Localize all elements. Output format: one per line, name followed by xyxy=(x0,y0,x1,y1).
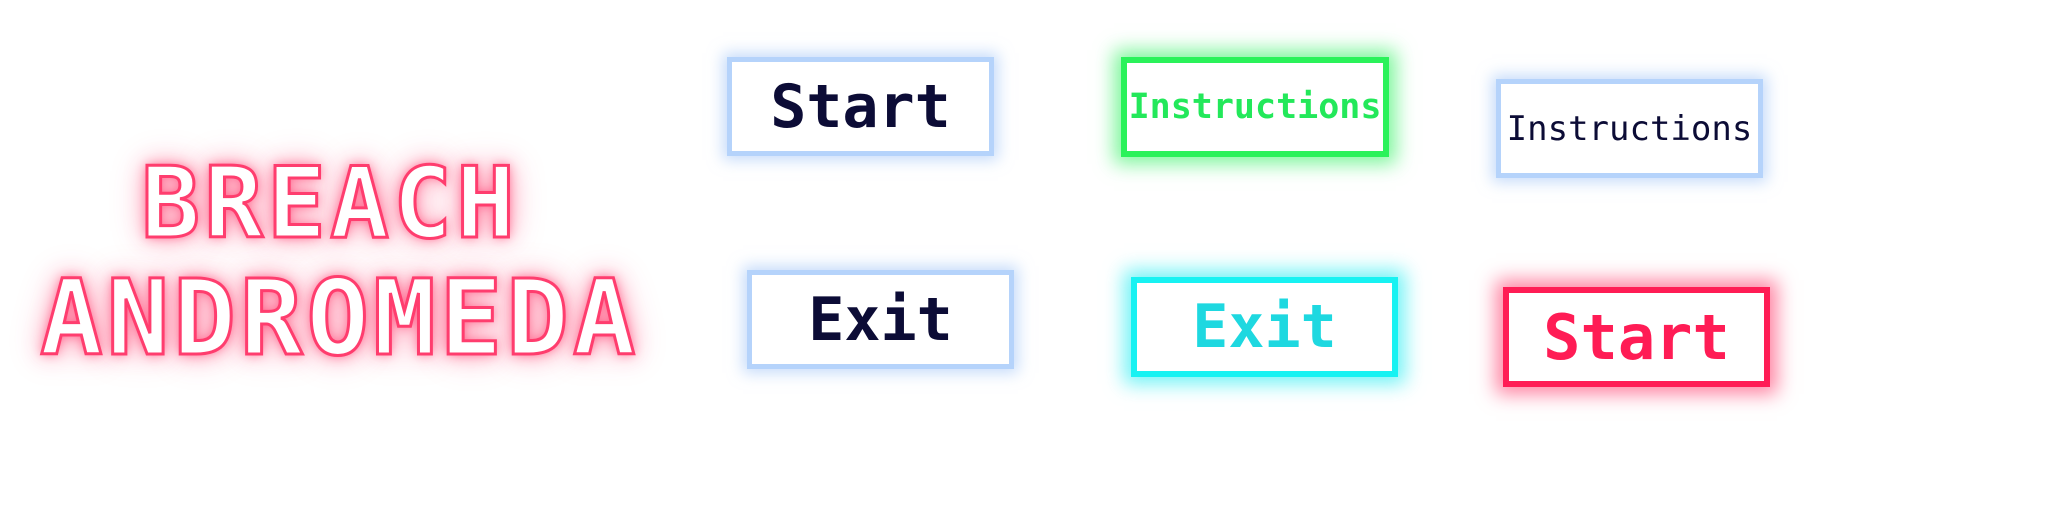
exit-button-hover[interactable]: Exit xyxy=(1131,277,1398,377)
instructions-button[interactable]: Instructions xyxy=(1496,79,1763,178)
exit-button[interactable]: Exit xyxy=(747,270,1014,369)
game-title: BREACH ANDROMEDA xyxy=(39,147,640,379)
start-button[interactable]: Start xyxy=(727,57,994,156)
start-button-pressed-label: Start xyxy=(1543,300,1730,374)
instructions-button-label: Instructions xyxy=(1506,108,1753,149)
instructions-button-hover-label: Instructions xyxy=(1128,87,1382,127)
start-button-pressed[interactable]: Start xyxy=(1503,287,1770,387)
start-button-label: Start xyxy=(770,71,951,142)
game-title-line-1: BREACH xyxy=(139,147,519,261)
instructions-button-hover[interactable]: Instructions xyxy=(1121,57,1389,157)
exit-button-hover-label: Exit xyxy=(1192,292,1337,362)
exit-button-label: Exit xyxy=(808,284,953,355)
game-title-line-2: ANDROMEDA xyxy=(39,256,640,379)
